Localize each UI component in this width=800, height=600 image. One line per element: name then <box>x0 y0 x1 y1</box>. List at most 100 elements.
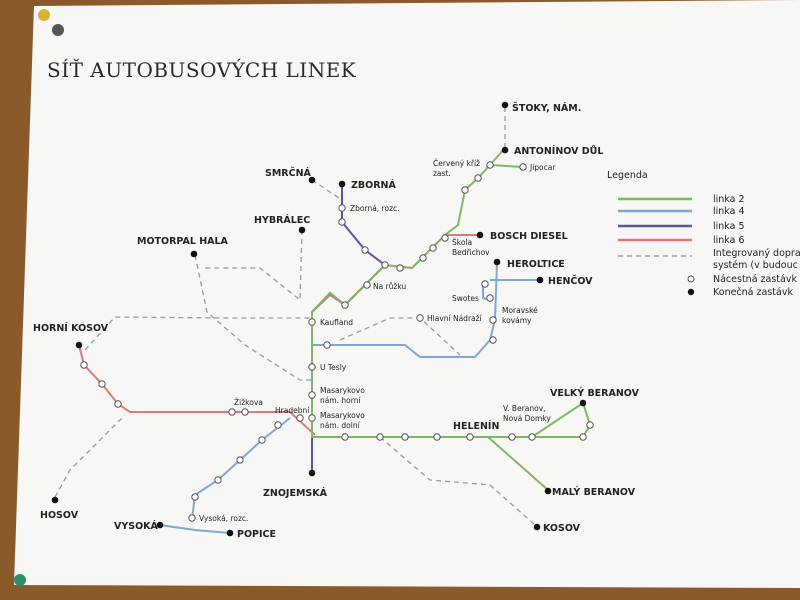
stop-label-moravske-2: kovámy <box>502 316 532 325</box>
stop-marker <box>341 433 349 441</box>
terminal-labels: ŠTOKY, NÁM. ANTONÍNOV DŮL SMRČNÁ ZBORNÁ … <box>33 102 640 540</box>
integrated-hlavni <box>339 317 461 356</box>
terminal-label-antoninov: ANTONÍNOV DŮL <box>514 145 603 157</box>
stop-marker <box>466 433 474 441</box>
terminal-label-znojemska: ZNOJEMSKÁ <box>263 487 328 499</box>
stop-label-narozku: Na růžku <box>373 282 406 291</box>
legend-swatch-stop <box>687 275 695 283</box>
legend-label-terminal: Konečná zastávk <box>713 287 793 298</box>
stop-marker <box>80 361 88 369</box>
stop-marker <box>461 186 469 194</box>
stop-marker <box>308 414 316 422</box>
terminal-label-hencov: HENČOV <box>548 275 593 287</box>
terminal-label-helenin: HELENÍN <box>453 420 499 432</box>
terminal-label-vysoka: VYSOKÁ <box>114 520 159 532</box>
pushpin-icon <box>38 9 50 21</box>
stop-markers <box>80 161 594 522</box>
legend-heading: Legenda <box>607 170 648 181</box>
terminal-marker-kosov <box>533 523 541 531</box>
stop-marker <box>258 436 266 444</box>
stop-label-vysokarozc: Vysoká, rozc. <box>199 514 248 523</box>
stop-marker <box>308 363 316 371</box>
stop-marker <box>338 218 346 226</box>
stop-marker <box>519 163 527 171</box>
terminal-marker-hybralec <box>298 226 306 234</box>
terminal-label-hosov: HOSOV <box>40 510 79 521</box>
terminal-label-hybralec: HYBRÁLEC <box>254 214 310 226</box>
stop-marker <box>441 234 449 242</box>
stop-labels: Červený kříž zast. Jipocar Zborná, rozc.… <box>199 159 556 523</box>
stop-marker <box>241 408 249 416</box>
stop-marker <box>274 421 282 429</box>
terminal-label-motorpal: MOTORPAL HALA <box>137 236 229 247</box>
stop-marker <box>296 414 304 422</box>
stop-marker <box>323 341 331 349</box>
terminal-marker-smrcna <box>308 176 316 184</box>
terminal-label-velkyberanov: VELKÝ BERANOV <box>550 387 640 399</box>
stop-label-swotes: Swotes <box>452 294 479 303</box>
legend-label-line2: linka 2 <box>713 194 745 205</box>
line-2-route-jipocar <box>489 164 524 168</box>
stop-label-skola: Škola <box>452 238 472 247</box>
stop-label-masarykovodolni-2: nám. dolní <box>320 421 361 430</box>
pushpin-icon <box>14 574 26 586</box>
terminal-marker-bosch <box>476 231 484 239</box>
terminal-label-kosov: KOSOV <box>543 523 581 534</box>
terminal-label-heroltice: HEROLTICE <box>507 259 565 270</box>
terminal-marker-znojemska <box>308 469 316 477</box>
stop-marker <box>489 316 497 324</box>
terminal-marker-hencov <box>536 276 544 284</box>
stop-label-jipocar: Jipocar <box>529 163 556 172</box>
stop-label-moravske: Moravské <box>502 306 538 315</box>
terminal-label-smrcna: SMRČNÁ <box>265 167 312 179</box>
integrated-lines <box>54 107 536 526</box>
stop-marker <box>338 204 346 212</box>
legend-label-line5: linka 5 <box>713 221 745 232</box>
stop-marker <box>228 408 236 416</box>
terminal-label-bosch: BOSCH DIESEL <box>490 231 568 242</box>
legend-label-line6: linka 6 <box>713 235 745 246</box>
stop-label-vberanov-2: Nová Domky <box>503 414 551 423</box>
legend-label-stop: Nácestná zastávk <box>713 274 797 285</box>
stop-marker <box>236 456 244 464</box>
stop-label-hradebni: Hradební <box>275 406 310 415</box>
terminal-marker-vysoka <box>156 521 164 529</box>
stop-marker <box>429 244 437 252</box>
map-title: SÍŤ AUTOBUSOVÝCH LINEK <box>47 58 357 82</box>
integrated-hybralec <box>205 229 303 302</box>
terminal-label-stoky: ŠTOKY, NÁM. <box>512 102 581 114</box>
terminal-marker-hosov <box>51 496 59 504</box>
legend-label-integrated-2: systém (v budouc <box>713 260 798 271</box>
stop-marker <box>396 264 404 272</box>
stop-marker <box>486 161 494 169</box>
stop-marker <box>361 246 369 254</box>
stop-marker <box>508 433 516 441</box>
terminal-marker-zborna <box>338 180 346 188</box>
stop-label-vberanov: V. Beranov, <box>503 404 546 413</box>
paper-sheet <box>14 0 800 588</box>
stop-marker <box>528 433 536 441</box>
stop-marker <box>416 314 424 322</box>
stop-label-masarykovohorni: Masarykovo <box>320 386 365 395</box>
stop-marker <box>433 433 441 441</box>
stop-marker <box>586 421 594 429</box>
terminal-marker-hornikosov <box>75 341 83 349</box>
terminal-label-zborna: ZBORNÁ <box>351 179 396 191</box>
legend-label-line4: linka 4 <box>713 206 745 217</box>
stop-label-zizkova: Žižkova <box>234 398 263 407</box>
stop-marker <box>114 400 122 408</box>
stop-label-skola-2: Bedřichov <box>452 248 490 257</box>
legend-label-integrated: Integrovaný dopra <box>713 248 800 259</box>
legend: Legenda linka 2 linka 4 linka 5 linka 6 … <box>607 170 800 298</box>
stop-label-hlavninadrazi: Hlavní Nádraží <box>427 314 483 323</box>
stop-marker <box>579 433 587 441</box>
terminal-marker-stoky <box>501 101 509 109</box>
stop-label-cervenykriz-2: zast. <box>433 169 451 178</box>
integrated-kosov <box>379 436 536 526</box>
stop-marker <box>489 336 497 344</box>
terminal-label-popice: POPICE <box>237 529 276 540</box>
stop-marker <box>214 476 222 484</box>
stop-label-utesly: U Tesly <box>320 363 347 372</box>
terminal-marker-heroltice <box>493 258 501 266</box>
